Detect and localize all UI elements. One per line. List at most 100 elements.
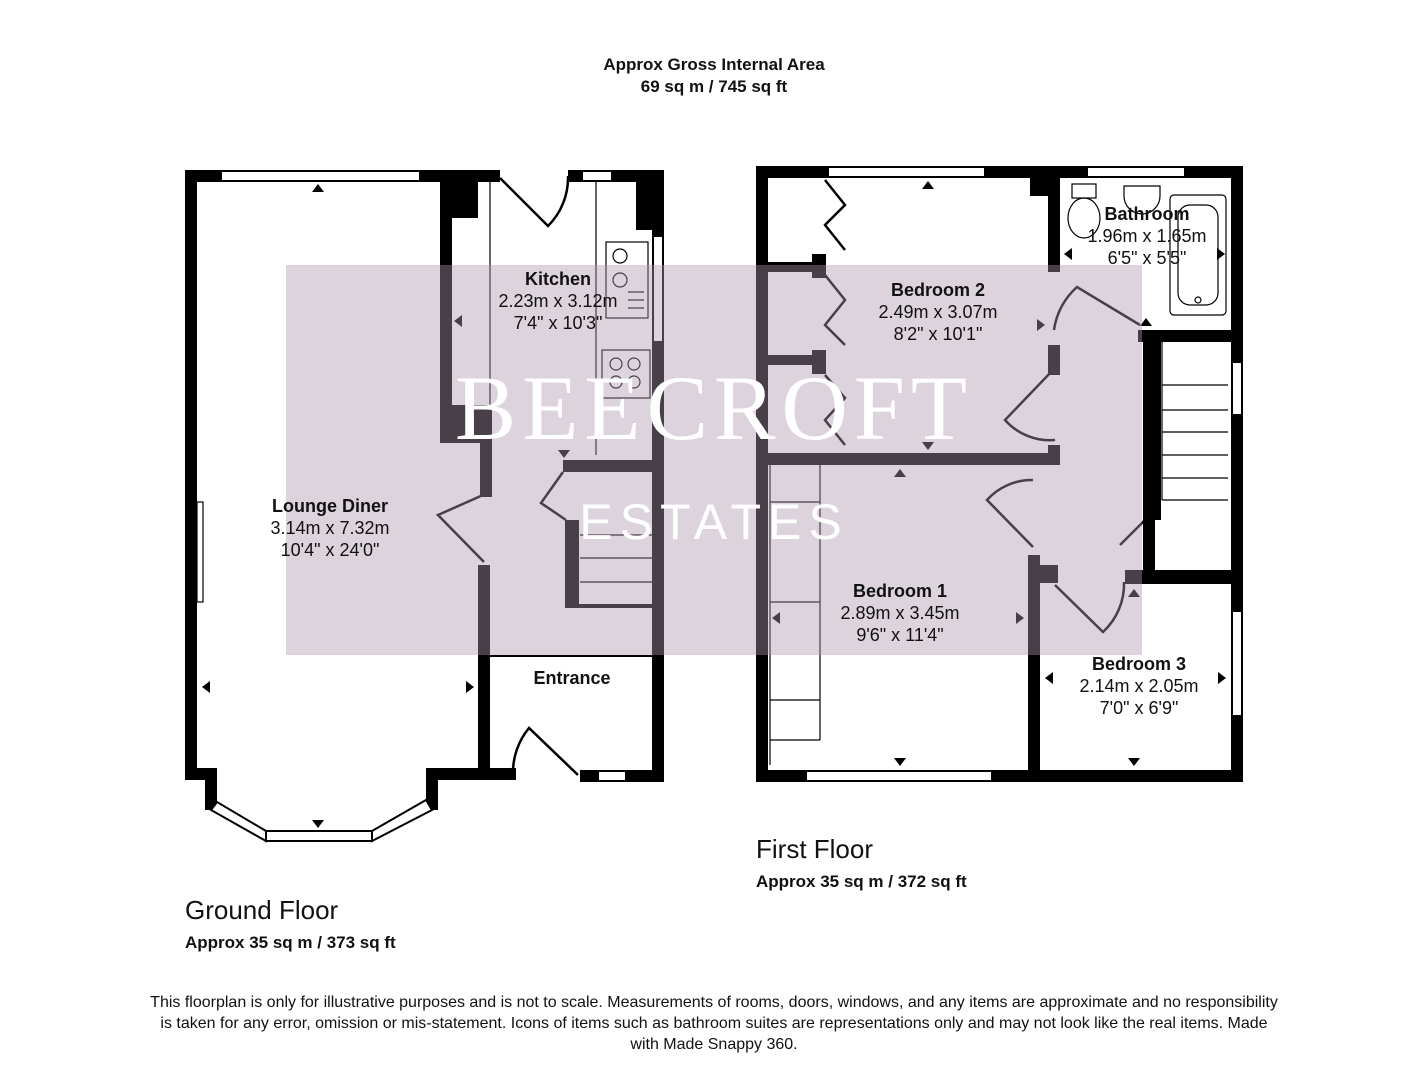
hob-icon bbox=[601, 349, 651, 399]
arrow-icon bbox=[466, 681, 474, 693]
room-dimensions-metric: 2.49m x 3.07m bbox=[878, 302, 998, 322]
arrow-icon bbox=[1217, 248, 1225, 260]
wall bbox=[756, 166, 768, 782]
wall bbox=[812, 350, 826, 374]
wall bbox=[580, 770, 598, 782]
wall bbox=[563, 460, 658, 472]
wall bbox=[1138, 330, 1238, 342]
dimension-arrows bbox=[202, 181, 1226, 828]
arrow-icon bbox=[312, 820, 324, 828]
arrow-icon bbox=[312, 184, 324, 192]
window bbox=[581, 170, 613, 182]
room-dimensions-imperial: 7'0" x 6'9" bbox=[1099, 698, 1179, 718]
wardrobe-door bbox=[823, 374, 847, 446]
room-dimensions-metric: 2.14m x 2.05m bbox=[1079, 676, 1199, 696]
kitchen-hall-door bbox=[539, 471, 567, 522]
arrow-icon bbox=[1045, 672, 1053, 684]
arrow-icon bbox=[1218, 672, 1226, 684]
wall bbox=[756, 770, 806, 782]
wall bbox=[185, 170, 221, 182]
room-bedroom-1: Bedroom 1 2.89m x 3.45m 9'6" x 11'4" bbox=[840, 580, 959, 646]
hob-ring-icon bbox=[627, 375, 641, 389]
wall bbox=[1231, 415, 1243, 611]
room-name: Lounge Diner bbox=[272, 496, 388, 516]
kitchen-back-door bbox=[499, 175, 570, 228]
sink-bowl-icon bbox=[612, 272, 628, 288]
door-swings bbox=[435, 175, 1146, 776]
room-name: Bathroom bbox=[1104, 204, 1190, 224]
wardrobe-door bbox=[823, 179, 847, 251]
wall bbox=[756, 166, 828, 178]
sink-icon bbox=[605, 241, 649, 319]
room-dimensions-imperial: 10'4" x 24'0" bbox=[280, 540, 380, 560]
arrow-icon bbox=[894, 758, 906, 766]
wall bbox=[1028, 565, 1058, 583]
wall bbox=[205, 768, 217, 810]
chimney-breast bbox=[636, 178, 664, 230]
room-dimensions-metric: 2.89m x 3.45m bbox=[840, 603, 960, 623]
hob-ring-icon bbox=[627, 357, 641, 371]
bath-icon bbox=[1169, 194, 1227, 316]
room-dimensions-imperial: 6'5" x 5'5" bbox=[1107, 248, 1187, 268]
bedroom3-door bbox=[1054, 581, 1126, 634]
window bbox=[371, 798, 434, 843]
window bbox=[1231, 361, 1243, 416]
window bbox=[805, 770, 993, 782]
arrow-icon bbox=[1128, 758, 1140, 766]
window bbox=[265, 830, 373, 842]
fireplace-icon bbox=[196, 501, 204, 603]
room-name: Kitchen bbox=[524, 269, 591, 289]
room-dimensions-metric: 3.14m x 7.32m bbox=[270, 518, 390, 538]
room-name: Bedroom 3 bbox=[1091, 654, 1187, 674]
room-dimensions-imperial: 9'6" x 11'4" bbox=[856, 625, 944, 645]
wall bbox=[1231, 166, 1243, 362]
room-dimensions-metric: 1.96m x 1.65m bbox=[1087, 226, 1207, 246]
wall bbox=[756, 453, 1060, 465]
arrow-icon bbox=[202, 681, 210, 693]
ground-floor-area: Approx 35 sq m / 373 sq ft bbox=[185, 933, 396, 952]
wall bbox=[766, 262, 826, 272]
window bbox=[1086, 166, 1186, 178]
arrow-icon bbox=[772, 612, 780, 624]
room-bedroom-2: Bedroom 2 2.49m x 3.07m 8'2" x 10'1" bbox=[878, 279, 997, 345]
wall bbox=[478, 565, 490, 777]
room-name: Bedroom 2 bbox=[890, 280, 986, 300]
room-lounge-diner: Lounge Diner 3.14m x 7.32m 10'4" x 24'0" bbox=[270, 495, 389, 561]
arrow-icon bbox=[922, 442, 934, 450]
wall bbox=[1048, 345, 1060, 375]
front-door bbox=[511, 726, 579, 776]
wall bbox=[480, 405, 492, 497]
arrow-icon bbox=[1128, 589, 1140, 597]
basin-icon bbox=[1123, 185, 1161, 215]
wall bbox=[440, 178, 452, 442]
room-entrance: Entrance bbox=[533, 667, 610, 689]
disclaimer-text: This floorplan is only for illustrative … bbox=[150, 994, 1278, 1053]
sink-bowl-icon bbox=[612, 248, 628, 264]
hob-ring-icon bbox=[609, 357, 623, 371]
gross-area-value: 69 sq m / 745 sq ft bbox=[640, 77, 788, 96]
wall bbox=[185, 170, 197, 780]
window bbox=[1231, 610, 1243, 717]
room-name: Bedroom 1 bbox=[852, 581, 948, 601]
wardrobe-door bbox=[823, 274, 847, 346]
room-bathroom: Bathroom 1.96m x 1.65m 6'5" x 5'5" bbox=[1087, 203, 1206, 269]
arrow-icon bbox=[558, 450, 570, 458]
toilet-cistern-icon bbox=[1071, 183, 1097, 199]
first-floor-title: First Floor bbox=[756, 834, 873, 864]
wall bbox=[1143, 330, 1161, 520]
arrow-icon bbox=[454, 315, 462, 327]
first-floor-area: Approx 35 sq m / 372 sq ft bbox=[756, 872, 967, 891]
wall bbox=[652, 342, 664, 782]
bathroom-door bbox=[1052, 285, 1141, 331]
wall bbox=[992, 770, 1243, 782]
window bbox=[827, 166, 986, 178]
ground-floor-title: Ground Floor bbox=[185, 895, 339, 925]
wall bbox=[626, 770, 664, 782]
room-dimensions-imperial: 7'4" x 10'3" bbox=[513, 313, 603, 333]
room-dimensions-imperial: 8'2" x 10'1" bbox=[893, 324, 983, 344]
walls bbox=[185, 166, 1243, 810]
room-name: Entrance bbox=[533, 668, 611, 688]
arrow-icon bbox=[1016, 612, 1024, 624]
wall bbox=[1143, 505, 1155, 575]
